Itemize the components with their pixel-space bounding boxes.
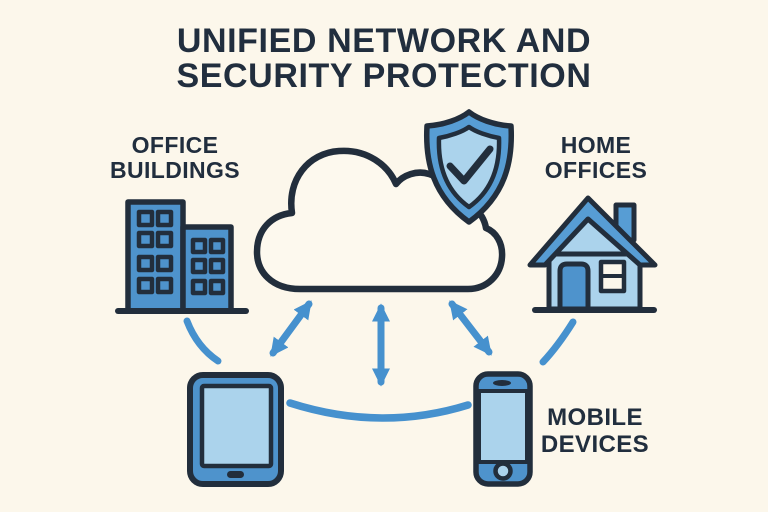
mobile-label-line1: MOBILE <box>547 404 643 431</box>
connection-curves <box>183 317 577 422</box>
arrow-cloud-tablet <box>269 300 313 357</box>
arrow-cloud-phone <box>448 300 493 356</box>
mobile-devices-label: MOBILE DEVICES <box>505 404 685 458</box>
shield-check-icon <box>423 109 515 225</box>
phone-speaker <box>493 380 511 386</box>
page-title-line2: SECURITY PROTECTION <box>176 57 592 95</box>
checkmark-icon <box>446 145 494 185</box>
office-buildings-icon <box>115 199 249 314</box>
home-offices-label: HOME OFFICES <box>506 133 686 183</box>
mobile-label-line2: DEVICES <box>540 431 650 458</box>
page-title: UNIFIED NETWORK AND SECURITY PROTECTION <box>0 24 768 94</box>
tablet-home-button <box>227 471 244 478</box>
tablet-icon <box>187 372 284 487</box>
home-label-line1: HOME <box>560 132 632 158</box>
double-arrows <box>269 300 493 387</box>
curve-house-to-phone <box>539 318 577 366</box>
office-buildings-label: OFFICE BUILDINGS <box>85 133 265 183</box>
home-label-line2: OFFICES <box>544 157 648 183</box>
smartphone-icon <box>473 371 533 487</box>
office-label-line1: OFFICE <box>131 132 219 158</box>
curve-buildings-to-tablet <box>183 317 222 365</box>
curve-tablet-to-phone <box>286 399 472 422</box>
page-title-line1: UNIFIED NETWORK AND <box>176 22 592 60</box>
home-icon <box>527 195 658 313</box>
phone-home-button <box>493 461 513 481</box>
office-label-line2: BUILDINGS <box>109 157 241 183</box>
